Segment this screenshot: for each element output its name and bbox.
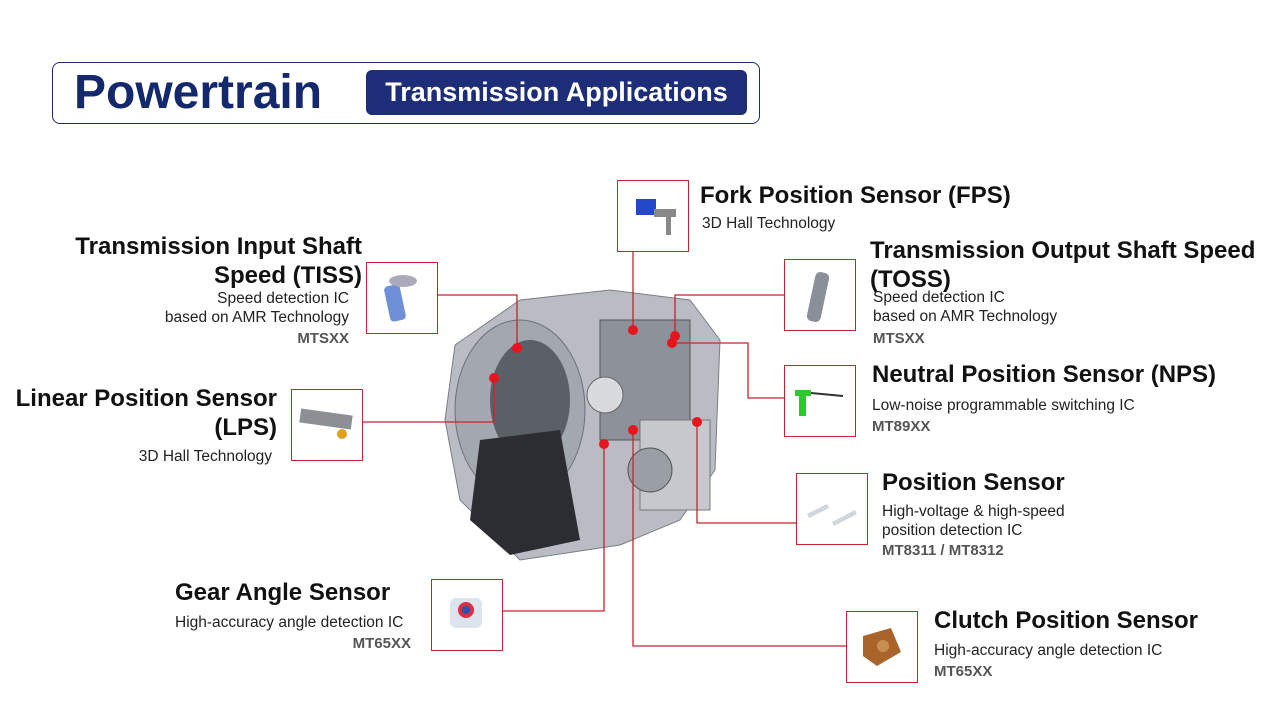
nps-desc: Low-noise programmable switching IC [872, 397, 1135, 414]
toss-title-line1: Transmission Output Shaft Speed [870, 237, 1256, 264]
toss-desc-line2: based on AMR Technology [873, 308, 1058, 325]
gas-image [431, 579, 503, 651]
tiss-model: MTSXX [297, 330, 349, 347]
tiss-desc-line2: based on AMR Technology [164, 309, 349, 326]
tiss-desc: Speed detection IC based on AMR Technolog… [165, 289, 349, 327]
tiss-image [366, 262, 438, 334]
leader-nps [672, 342, 784, 399]
fps-title: Fork Position Sensor (FPS) [700, 182, 1011, 209]
leader-cps [632, 430, 846, 647]
cps-desc: High-accuracy angle detection IC [934, 642, 1163, 659]
lps-image [291, 389, 363, 461]
cps-image [846, 611, 918, 683]
section-badge: Transmission Applications [366, 70, 747, 115]
toss-image [784, 259, 856, 331]
gas-model: MT65XX [352, 635, 411, 652]
cps-model: MT65XX [934, 663, 993, 680]
sensor-dots [489, 325, 702, 449]
position-sensor-desc: High-voltage & high-speed position detect… [882, 502, 1065, 540]
page-title: Powertrain [74, 66, 323, 119]
lps-desc: 3D Hall Technology [138, 448, 272, 465]
title-frame [52, 62, 760, 124]
leader-lps [362, 378, 495, 423]
toss-desc: Speed detection IC based on AMR Technolog… [873, 288, 1057, 326]
toss-desc-line1: Speed detection IC [873, 289, 1005, 306]
position-sensor-desc-line1: High-voltage & high-speed [882, 503, 1065, 520]
leader-tiss [437, 294, 518, 348]
nps-title: Neutral Position Sensor (NPS) [872, 361, 1217, 388]
tiss-title-line2: Speed (TISS) [213, 262, 362, 289]
toss-title-line2: (TOSS) [870, 266, 951, 293]
nps-image [784, 365, 856, 437]
leader-toss [674, 294, 784, 336]
fps-desc: 3D Hall Technology [702, 215, 836, 232]
transmission-image [444, 289, 721, 561]
gas-desc: High-accuracy angle detection IC [175, 614, 404, 631]
position-sensor-title: Position Sensor [882, 469, 1065, 496]
lps-title-line2: (LPS) [214, 414, 277, 441]
nps-model: MT89XX [872, 418, 931, 435]
tiss-title-line1: Transmission Input Shaft [75, 233, 362, 260]
leader-gas [501, 444, 605, 612]
position-sensor-model: MT8311 / MT8312 [882, 542, 1004, 559]
tiss-desc-line1: Speed detection IC [217, 290, 349, 307]
position-sensor-image [796, 473, 868, 545]
cps-title: Clutch Position Sensor [934, 607, 1199, 634]
toss-model: MTSXX [873, 330, 925, 347]
position-sensor-desc-line2: position detection IC [882, 522, 1023, 539]
leader-pos [696, 422, 796, 524]
gas-title: Gear Angle Sensor [175, 579, 391, 606]
fps-image [617, 180, 689, 252]
lps-title-line1: Linear Position Sensor [15, 385, 277, 412]
lps-title: Linear Position Sensor(LPS) [16, 384, 277, 442]
toss-title: Transmission Output Shaft Speed(TOSS) [870, 236, 1255, 294]
leader-lines [362, 251, 846, 647]
